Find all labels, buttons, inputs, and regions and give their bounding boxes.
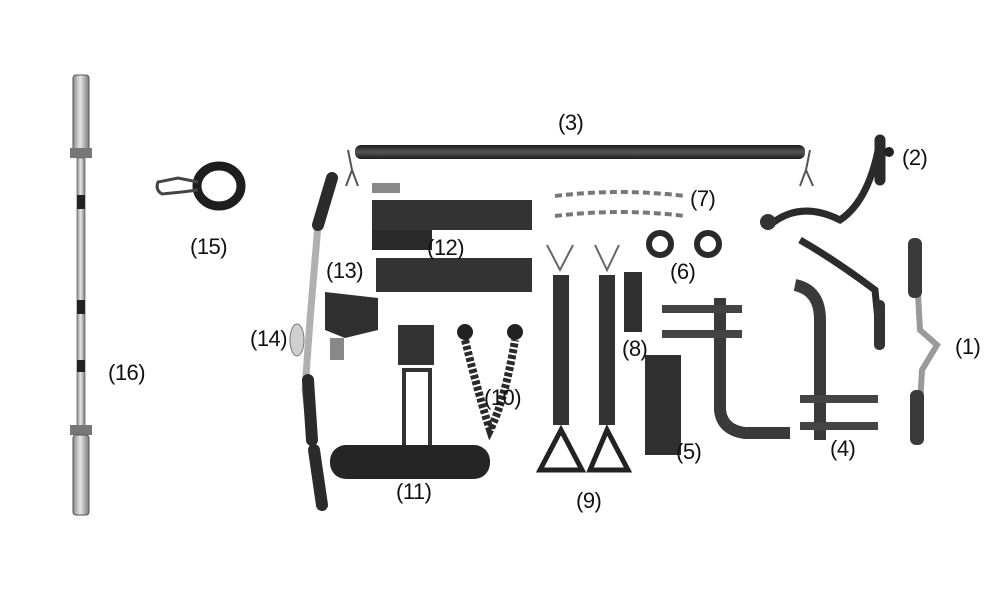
- olympic-barbell: [70, 74, 92, 516]
- label-part-13: (13): [326, 258, 364, 283]
- leg-attachment-frame: [662, 279, 878, 440]
- label-part-11: (11): [396, 479, 432, 504]
- label-part-8: (8): [622, 336, 648, 361]
- label-part-3: (3): [558, 110, 584, 135]
- label-part-16: (16): [108, 360, 146, 385]
- straight-bar: [345, 145, 814, 187]
- label-part-15: (15): [190, 234, 228, 259]
- ankle-strap: [155, 161, 246, 211]
- mount-bracket: [325, 292, 378, 360]
- sleeve-holders: [372, 183, 532, 292]
- label-part-9: (9): [576, 488, 602, 513]
- label-part-2: (2): [902, 145, 928, 170]
- curved-bar: [908, 238, 941, 445]
- label-part-1: (1): [955, 334, 981, 359]
- straps-with-handles: [535, 244, 633, 473]
- label-part-5: (5): [676, 439, 702, 464]
- lat-pulldown-bar: [760, 134, 894, 350]
- leg-roller: [330, 325, 490, 479]
- collar-clips: [646, 230, 722, 258]
- label-part-4: (4): [830, 436, 856, 461]
- ez-bar: [289, 172, 338, 511]
- label-part-10: (10): [484, 385, 522, 410]
- label-part-14: (14): [250, 326, 288, 351]
- chains: [554, 190, 686, 218]
- bracket: [645, 355, 681, 455]
- small-bracket: [624, 272, 642, 332]
- label-part-7: (7): [690, 186, 716, 211]
- label-part-12: (12): [427, 235, 465, 260]
- tricep-rope: [457, 324, 523, 441]
- label-part-6: (6): [670, 259, 696, 284]
